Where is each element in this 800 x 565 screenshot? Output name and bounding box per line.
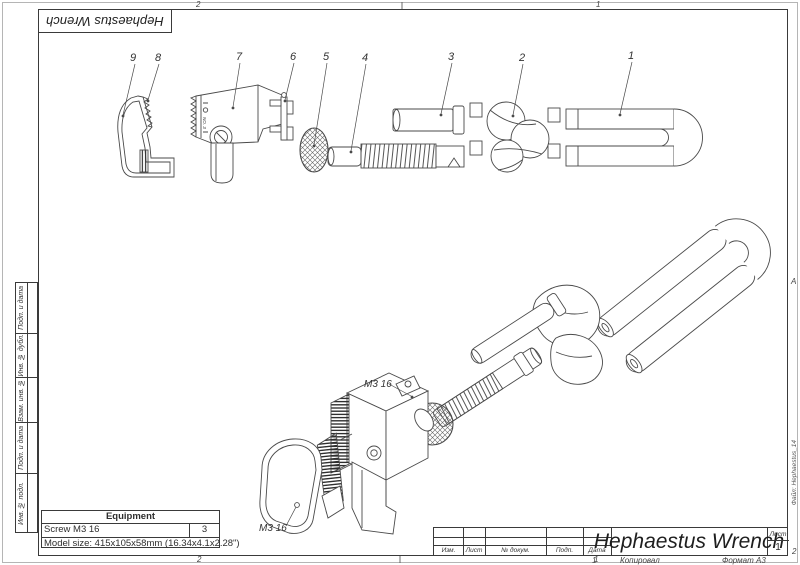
title-block-row-line — [434, 545, 611, 546]
sheet-label: Лист — [767, 528, 789, 541]
part-number-9: 9 — [130, 52, 136, 64]
col-label-podp: Подп. — [555, 546, 574, 554]
part-number-8: 8 — [155, 52, 162, 64]
screw-callout-label: M3 16 — [259, 523, 287, 534]
file-label-text: Файл: Hephaestus_14 — [790, 440, 798, 506]
part-number-4: 4 — [362, 52, 368, 64]
part-7-head-body: NO. 3 — [189, 84, 294, 184]
part-9-8-jaw — [117, 95, 175, 178]
part-3-pin — [392, 105, 465, 135]
left-block: Инв. № подл. — [15, 473, 38, 533]
sheet-number: 1 — [775, 542, 781, 553]
left-margin-strip: Подп. и дата Инв. № дубл. Взам. инв. № П… — [15, 282, 38, 533]
left-block: Инв. № дубл. — [15, 333, 38, 377]
drawing-title: Hephaestus Wrench — [594, 528, 784, 555]
zone-tick — [399, 2, 403, 563]
title-block-column — [463, 528, 486, 555]
left-block: Подп. и дата — [15, 282, 38, 333]
col-label-dokum: № докум. — [501, 546, 530, 554]
equipment-table-title: Equipment — [42, 511, 219, 524]
part-2-twist — [469, 101, 561, 173]
zone-bottom-right: 1 — [594, 555, 599, 564]
part-number-7: 7 — [236, 51, 243, 63]
part7-marking: NO. 3 — [202, 117, 207, 129]
part-1-handle — [565, 108, 703, 167]
format-label: Формат А3 — [722, 556, 766, 565]
col-label-list: Лист — [465, 546, 483, 554]
part-5-knob — [299, 127, 329, 173]
copied-label: Копировал — [620, 556, 660, 565]
part-4-threaded-rod — [327, 143, 465, 169]
left-block: Подп. и дата — [15, 422, 38, 473]
model-size-row: Model size: 415x105x58mm (16.34x4.1x2.28… — [44, 538, 240, 549]
sheet-frame — [38, 9, 788, 556]
part-number-5: 5 — [323, 51, 330, 63]
title-block-column — [546, 528, 584, 555]
part-number-6: 6 — [290, 51, 297, 63]
zone-right-letter: А — [791, 277, 797, 286]
top-title-box: Hephaestus Wrench — [38, 9, 172, 33]
title-block-column — [583, 528, 612, 555]
zone-bottom-left: 2 — [197, 555, 202, 564]
equipment-item-qty: 3 — [201, 524, 208, 535]
left-block: Взам. инв. № — [15, 377, 38, 422]
col-label-izm: Изм. — [441, 546, 456, 554]
title-block: Изм. Лист № докум. Подп. Дата Hephaestus… — [433, 527, 789, 556]
assembled-view — [259, 218, 771, 535]
equipment-table: Equipment Screw M3 16 3 Model size: 415x… — [41, 510, 240, 549]
zone-top-left: 2 — [196, 0, 201, 9]
screw-callout-label: M3 16 — [364, 379, 392, 390]
part-6-pins — [269, 92, 288, 141]
zone-top-right: 1 — [596, 0, 601, 9]
title-block-column — [434, 528, 464, 555]
file-label: Файл: Hephaestus_14 — [789, 398, 799, 548]
part-number-1: 1 — [628, 50, 634, 62]
col-label-data: Дата — [588, 546, 606, 554]
screw-callouts: M3 16 M3 16 — [259, 379, 414, 534]
equipment-item-name: Screw M3 16 — [42, 524, 190, 537]
part-number-3: 3 — [448, 51, 455, 63]
copy-number: 1 — [592, 556, 597, 565]
title-block-row-line — [434, 536, 611, 538]
title-block-column — [485, 528, 547, 555]
equipment-row: Screw M3 16 3 — [42, 524, 219, 538]
part-number-2: 2 — [518, 52, 525, 64]
zone-corner-number: 2 — [792, 547, 797, 556]
part-callouts: 9 8 7 6 5 4 3 2 1 — [121, 50, 634, 154]
